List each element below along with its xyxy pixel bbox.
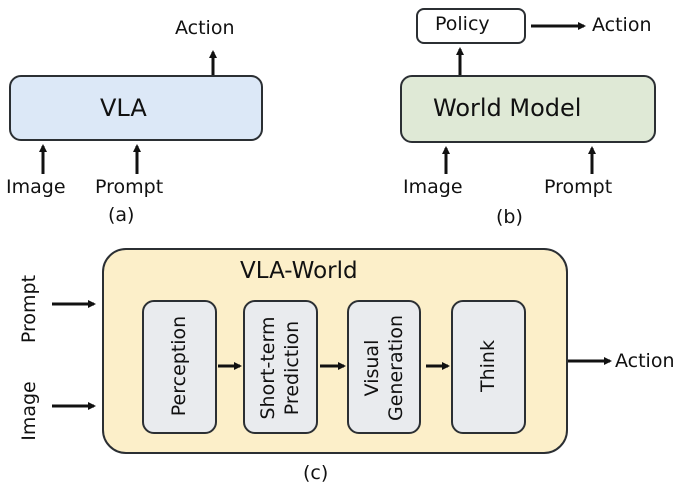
policy-box: [416, 8, 526, 44]
vla-world-label: VLA-World: [240, 258, 358, 284]
vla-output-action-label: Action: [175, 17, 235, 39]
world-model-box: [400, 75, 656, 143]
stage-think: [451, 300, 526, 434]
vla-label: VLA: [100, 94, 147, 122]
wm-input-image-label: Image: [403, 176, 463, 198]
caption-a: (a): [108, 204, 135, 226]
caption-b: (b): [496, 206, 523, 228]
vla-input-image-label: Image: [6, 176, 66, 198]
policy-label: Policy: [435, 13, 490, 35]
vla-box: [9, 75, 263, 141]
vla-input-prompt-label: Prompt: [95, 176, 164, 198]
caption-c: (c): [303, 462, 329, 484]
policy-output-action-label: Action: [592, 14, 652, 36]
stage-short-term-prediction: [243, 300, 318, 434]
stage-visual-generation: [347, 300, 421, 434]
vla-world-output-action-label: Action: [615, 350, 675, 372]
stage-perception: [142, 300, 217, 434]
world-model-label: World Model: [433, 94, 582, 122]
wm-input-prompt-label: Prompt: [544, 176, 613, 198]
